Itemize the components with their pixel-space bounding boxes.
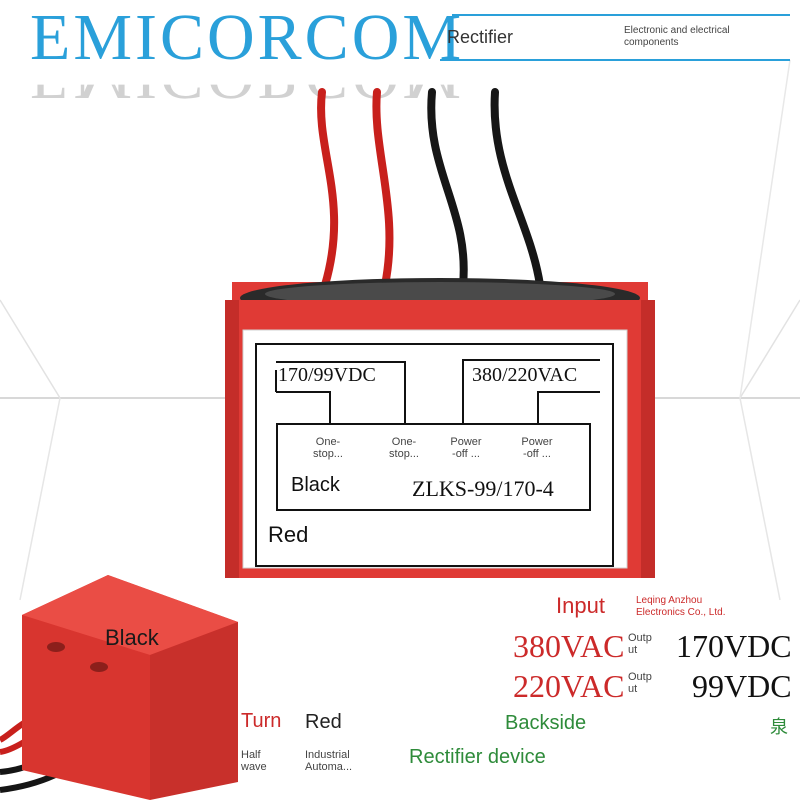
header-subtitle-line2: components	[624, 37, 679, 48]
terminal-2-label: One-stop...	[389, 436, 419, 460]
terminal-3-label: Power-off ...	[450, 436, 482, 460]
header-subtitle-line1: Electronic and electrical	[624, 25, 730, 36]
side-black-label: Black	[105, 625, 159, 650]
wire-red-label: Red	[268, 522, 309, 547]
header-top-rule	[452, 14, 790, 16]
header-bottom-rule	[440, 59, 790, 61]
red-label: Red	[305, 711, 342, 733]
spec-row-1-output: 170VDC	[676, 628, 792, 664]
spec-row-1-input: 380VAC	[513, 628, 625, 664]
wire-black-label: Black	[291, 474, 340, 496]
rectifier-device-label: Rectifier device	[409, 746, 546, 768]
terminal-1-label: One-stop...	[313, 436, 343, 460]
backside-label: Backside	[505, 712, 587, 734]
output-spec-label: 170/99VDC	[278, 364, 376, 386]
input-heading: Input	[556, 593, 605, 618]
spec-row-2-output: 99VDC	[692, 668, 792, 704]
brand-logo: EMICORCOM	[30, 1, 465, 74]
spec-row-2-input: 220VAC	[513, 668, 625, 704]
turn-label: Turn	[241, 710, 282, 732]
model-number: ZLKS-99/170-4	[412, 476, 554, 501]
terminal-4-label: Power-off ...	[521, 436, 553, 460]
corner-mark: 泉	[770, 717, 788, 737]
input-spec-label: 380/220VAC	[472, 364, 578, 386]
header-title: Rectifier	[447, 27, 514, 47]
